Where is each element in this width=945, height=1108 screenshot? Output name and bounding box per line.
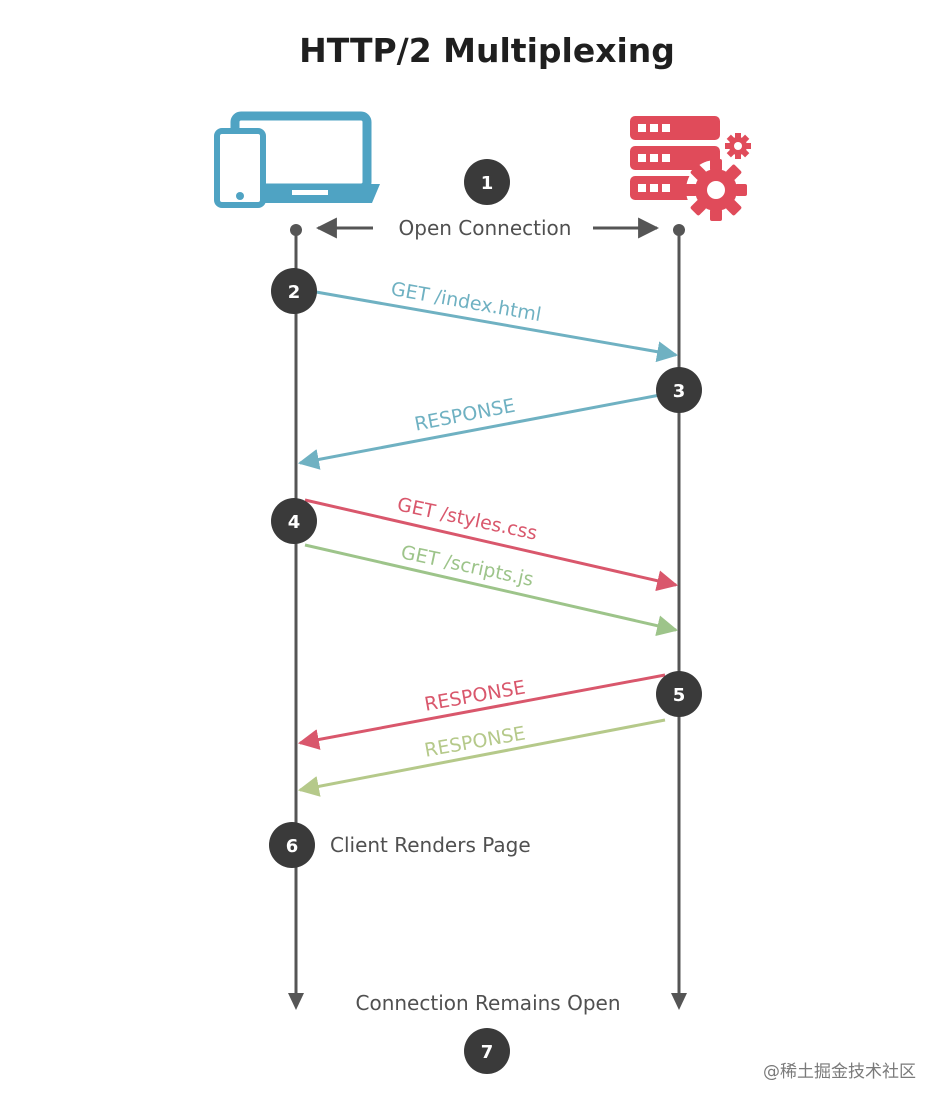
server-lifeline [671, 224, 687, 1010]
client-lifeline [288, 224, 304, 1010]
remains-open-label: Connection Remains Open [356, 991, 621, 1015]
response-scripts-arrow [297, 718, 666, 797]
step-2-number: 2 [288, 282, 301, 303]
response-1-arrow [297, 393, 661, 470]
step-5: 5 [656, 671, 702, 717]
step-3: 3 [656, 367, 702, 413]
step-3-number: 3 [673, 381, 686, 402]
step-5-number: 5 [673, 685, 686, 706]
step-6-number: 6 [286, 836, 299, 857]
open-connection-label: Open Connection [399, 216, 572, 240]
step-6: 6 [269, 822, 315, 868]
step-1: 1 [464, 159, 510, 205]
page-title: HTTP/2 Multiplexing [299, 31, 675, 70]
response-styles-arrow [297, 673, 666, 750]
watermark: @稀土掘金技术社区 [763, 1062, 916, 1082]
get-index-arrow [315, 290, 679, 363]
get-scripts-arrow [304, 543, 679, 637]
get-styles-arrow [304, 498, 679, 592]
step-2: 2 [271, 268, 317, 314]
step-4: 4 [271, 498, 317, 544]
server-gear-icon [630, 116, 751, 221]
response-1-label: RESPONSE [413, 395, 517, 436]
step-7-number: 7 [481, 1042, 494, 1063]
step-4-number: 4 [288, 512, 301, 533]
laptop-tablet-icon [214, 111, 380, 208]
step-7: 7 [464, 1028, 510, 1074]
client-renders-label: Client Renders Page [330, 833, 531, 857]
step-1-number: 1 [481, 173, 494, 194]
